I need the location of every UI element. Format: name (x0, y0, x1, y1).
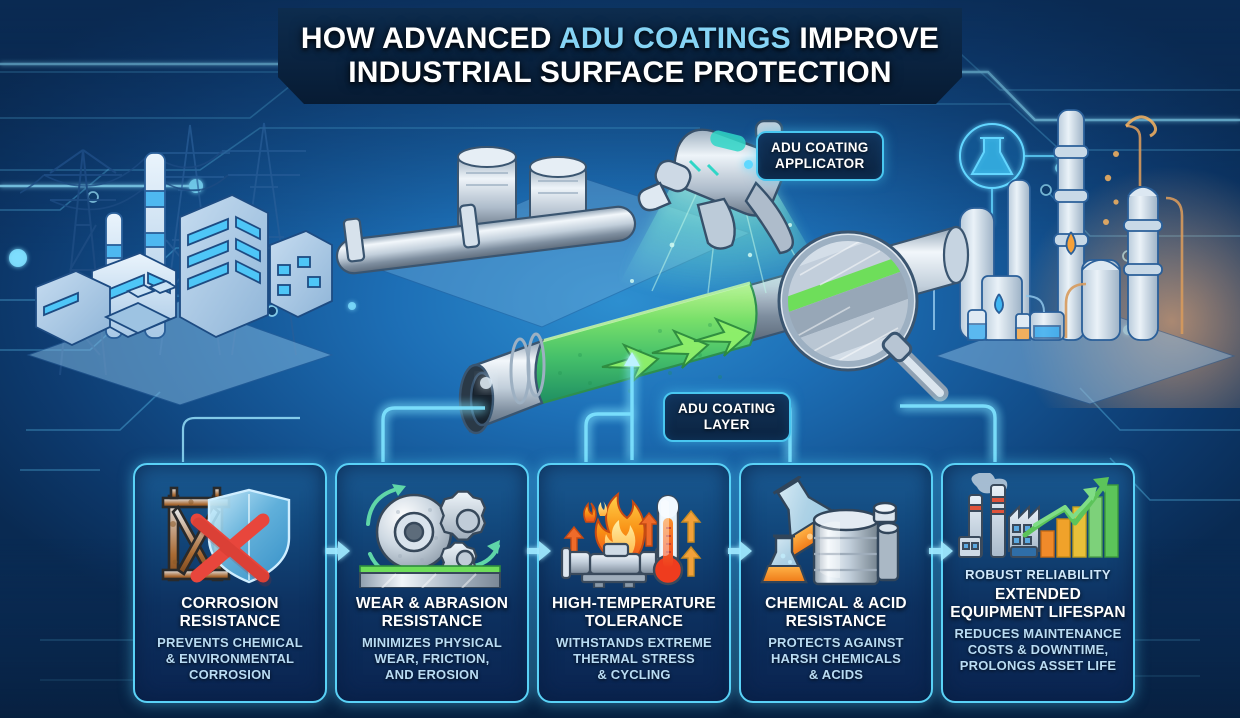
card-5-title-line1: EXTENDED (994, 586, 1081, 603)
callout-adu-coating-layer[interactable]: ADU COATING LAYER (663, 392, 791, 442)
card-1-desc-line2: & ENVIRONMENTAL (165, 650, 295, 666)
callout-layer-line1: ADU COATING (678, 401, 776, 416)
card-1-desc-line3: CORROSION (189, 666, 271, 682)
flame-thermometer-icon (545, 473, 723, 591)
card-4-title: CHEMICAL & ACID RESISTANCE (765, 595, 907, 630)
callout-adu-coating-applicator[interactable]: ADU COATING APPLICATOR (756, 131, 884, 181)
card-3-desc-line2: THERMAL STRESS (573, 650, 695, 666)
callout-applicator-line2: APPLICATOR (775, 155, 865, 171)
card-4-desc-line2: HARSH CHEMICALS (770, 650, 902, 666)
callout-applicator-line1: ADU COATING (771, 140, 869, 155)
card-5-eyebrow: Robust Reliability (965, 567, 1111, 582)
card-corrosion-resistance[interactable]: CORROSION RESISTANCE PREVENTS CHEMICAL &… (133, 463, 327, 703)
page-title: How Advanced ADU Coatings Improve Indust… (278, 8, 962, 104)
card-1-title: CORROSION RESISTANCE (180, 595, 281, 630)
card-4-title-line2: RESISTANCE (785, 612, 887, 630)
card-2-title-line1: WEAR & ABRASION (355, 595, 509, 612)
card-high-temperature-tolerance[interactable]: HIGH-TEMPERATURE TOLERANCE WITHSTANDS EX… (537, 463, 731, 703)
grinding-wheel-gears-icon (343, 473, 521, 591)
title-line-1: How Advanced ADU Coatings Improve (301, 22, 939, 56)
card-wear-abrasion-resistance[interactable]: WEAR & ABRASION RESISTANCE MINIMIZES PHY… (335, 463, 529, 703)
card-4-title-line1: CHEMICAL & ACID (765, 595, 907, 612)
card-3-desc-line1: WITHSTANDS EXTREME (556, 635, 712, 651)
corroded-scaffold-shield-icon (141, 473, 319, 591)
card-4-description: PROTECTS AGAINST HARSH CHEMICALS & ACIDS (768, 635, 904, 682)
benefit-cards: CORROSION RESISTANCE PREVENTS CHEMICAL &… (133, 463, 1135, 703)
card-chemical-acid-resistance[interactable]: CHEMICAL & ACID RESISTANCE PROTECTS AGAI… (739, 463, 933, 703)
beaker-acid-drum-icon (747, 473, 925, 591)
title-highlight: ADU Coatings (559, 22, 791, 56)
growth-bars (1040, 484, 1119, 558)
title-pre: How Advanced (300, 22, 559, 56)
card-5-desc-line3: PROLONGS ASSET LIFE (959, 657, 1117, 673)
card-1-title-line2: RESISTANCE (179, 612, 281, 630)
card-2-title: WEAR & ABRASION RESISTANCE (356, 595, 508, 630)
card-2-desc-line1: MINIMIZES PHYSICAL (361, 635, 503, 651)
card-extended-equipment-lifespan[interactable]: Robust Reliability EXTENDED EQUIPMENT LI… (941, 463, 1135, 703)
card-1-description: PREVENTS CHEMICAL & ENVIRONMENTAL CORROS… (157, 635, 303, 682)
card-2-title-line2: RESISTANCE (381, 612, 483, 630)
right-chemical-scene (930, 98, 1240, 408)
card-5-title-line2: EQUIPMENT LIFESPAN (950, 603, 1126, 621)
card-5-description: REDUCES MAINTENANCE COSTS & DOWNTIME, PR… (954, 626, 1121, 673)
card-3-title-line1: HIGH-TEMPERATURE (552, 595, 716, 612)
callout-applicator-dot (744, 160, 753, 169)
card-2-desc-line2: WEAR, FRICTION, (374, 650, 490, 666)
card-2-desc-line3: AND EROSION (385, 666, 479, 682)
card-4-desc-line1: PROTECTS AGAINST (768, 635, 904, 651)
card-3-title-line2: TOLERANCE (585, 612, 683, 630)
card-1-desc-line1: PREVENTS CHEMICAL (157, 635, 303, 651)
left-industrial-scene (20, 122, 334, 405)
card-4-desc-line3: & ACIDS (808, 666, 864, 682)
card-3-description: WITHSTANDS EXTREME THERMAL STRESS & CYCL… (556, 635, 712, 682)
card-3-desc-line3: & CYCLING (597, 666, 671, 682)
factory-growth-chart-icon (949, 473, 1127, 569)
card-3-title: HIGH-TEMPERATURE TOLERANCE (552, 595, 716, 630)
card-1-title-line1: CORROSION (181, 595, 279, 612)
title-post: Improve (790, 22, 940, 56)
card-5-desc-line2: COSTS & DOWNTIME, (967, 641, 1109, 657)
callout-layer-line2: LAYER (703, 416, 750, 432)
card-2-description: MINIMIZES PHYSICAL WEAR, FRICTION, AND E… (362, 635, 502, 682)
title-line-2: Industrial Surface Protection (348, 56, 892, 89)
card-5-desc-line1: REDUCES MAINTENANCE (954, 626, 1122, 642)
card-5-title: EXTENDED EQUIPMENT LIFESPAN (950, 586, 1126, 621)
